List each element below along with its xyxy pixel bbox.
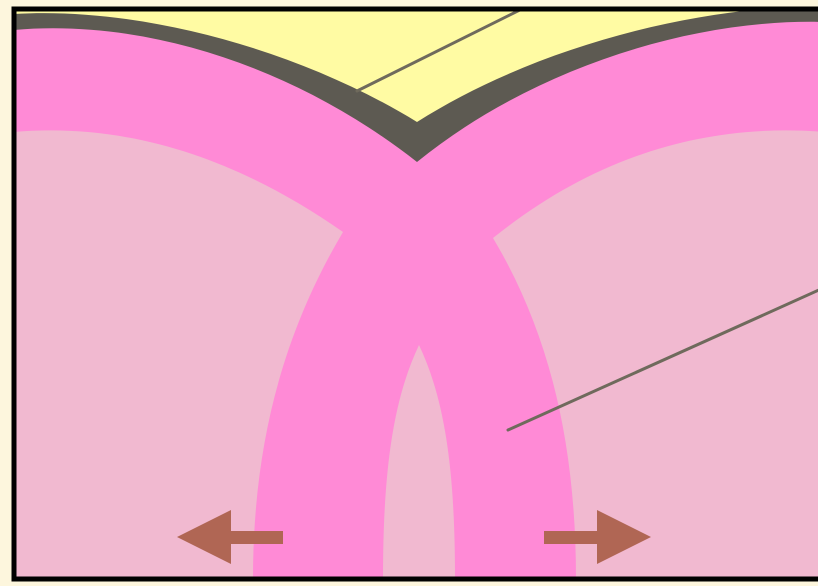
diagram-content [14,0,818,579]
